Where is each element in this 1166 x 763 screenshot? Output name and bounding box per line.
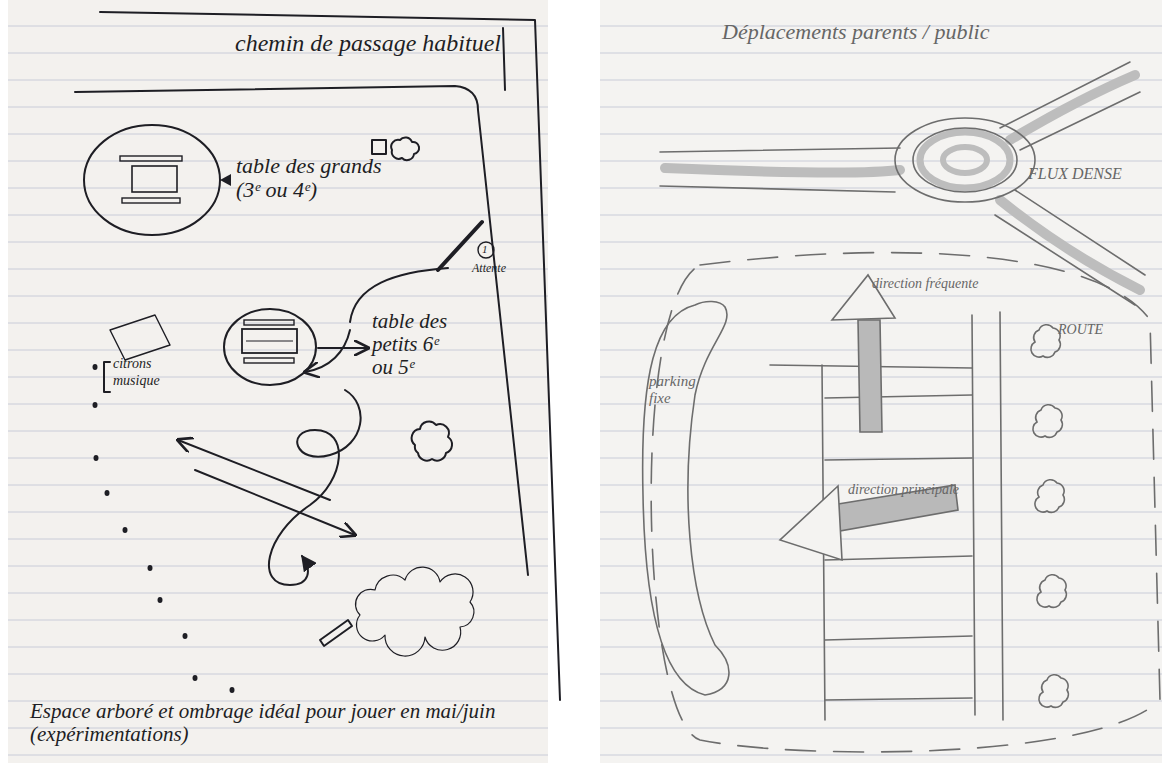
- bracket: [104, 362, 110, 392]
- dot: [105, 490, 110, 496]
- tree-canopy: [356, 567, 474, 656]
- table-line: [246, 340, 293, 341]
- parking-line: [825, 458, 972, 460]
- notebook-page: [8, 0, 548, 763]
- roundabout: [895, 118, 1035, 202]
- road-band: [1010, 75, 1135, 140]
- road-edge: [972, 315, 975, 715]
- road-edge: [660, 148, 900, 152]
- path-border: [100, 12, 560, 700]
- dot: [193, 675, 198, 681]
- tree-symbol: [1039, 675, 1068, 708]
- road-edge: [1015, 190, 1145, 275]
- dot: [230, 687, 235, 693]
- node-outline: [635, 295, 750, 705]
- bush-symbol: [391, 137, 419, 160]
- tree-symbol: [1033, 405, 1062, 438]
- dot: [93, 364, 98, 370]
- tree-symbol: [1031, 325, 1060, 358]
- page-caption: Espace arboré et ombrage idéal pour joue…: [30, 700, 510, 746]
- path-border: [75, 86, 528, 575]
- pointer-arrow: [318, 347, 368, 349]
- road-band: [1000, 200, 1140, 290]
- parking-line: [825, 395, 972, 398]
- traffic-bands: [665, 75, 1140, 290]
- path-separator: [503, 28, 505, 90]
- bench-symbol: [320, 620, 352, 646]
- movement-arrow: [195, 470, 355, 535]
- parking-outline: [643, 301, 729, 695]
- waiting-label: Attente: [472, 262, 532, 275]
- zone-circle: [84, 125, 220, 235]
- movement-arrow: [178, 440, 330, 500]
- road-edge: [660, 186, 895, 192]
- pen-sketch: [75, 12, 560, 700]
- road-edge: [1000, 312, 1003, 720]
- activity-label: musique: [113, 373, 183, 388]
- arrow-head: [780, 486, 842, 560]
- parking-line: [825, 636, 972, 640]
- small-square: [372, 140, 386, 154]
- traffic-label: FLUX DENSE: [1028, 165, 1138, 183]
- node-label: parking fixe: [649, 373, 709, 406]
- roundabout-band: [943, 147, 987, 173]
- square-zone: [110, 315, 170, 360]
- number-circle: [478, 242, 494, 258]
- node-label: table des grands (3ᵉ ou 4ᵉ): [236, 154, 411, 202]
- table-zone: table des grands (3ᵉ ou 4ᵉ): [80, 118, 410, 248]
- parking-zone: parking fixe: [635, 295, 750, 705]
- play-loop: [269, 390, 361, 585]
- road-edge: [1000, 62, 1130, 128]
- tree-symbol: [1035, 480, 1064, 513]
- ruled-lines: [8, 0, 548, 763]
- notebook-page: [600, 0, 1162, 763]
- tree-row: [1031, 325, 1068, 708]
- dot: [94, 455, 99, 461]
- pencil-sketch: [651, 62, 1160, 752]
- node-label: table des petits 6ᵉ ou 5ᵉ: [372, 310, 450, 379]
- arrow-label: direction fréquente: [872, 276, 1022, 291]
- dot: [183, 633, 188, 639]
- road-band: [665, 168, 900, 173]
- tree-symbol: [1037, 575, 1066, 608]
- road-label: ROUTE: [1058, 322, 1138, 337]
- path-label: chemin de passage habituel: [235, 30, 525, 56]
- dot: [123, 527, 128, 533]
- dotted-path: [93, 364, 235, 693]
- zone-circle: [224, 309, 316, 385]
- bench-symbol: [244, 320, 294, 325]
- ruled-lines: [600, 0, 1162, 763]
- pointer-mark: [220, 174, 231, 186]
- arrow-shaft: [858, 320, 882, 432]
- dot: [158, 597, 163, 603]
- roundabout-band: [920, 132, 1010, 188]
- dot: [93, 402, 98, 408]
- bench-symbol: [244, 358, 294, 363]
- road-edge: [1020, 92, 1140, 150]
- area-boundary: [651, 253, 1160, 752]
- table-symbol: [132, 166, 177, 192]
- roundabout: [913, 128, 1017, 192]
- bench-symbol: [122, 198, 180, 203]
- callout-number: 1: [482, 243, 492, 255]
- table-zone: table des petits 6ᵉ ou 5ᵉ: [222, 302, 462, 412]
- parking-line: [825, 556, 972, 560]
- tree-symbol: [412, 421, 452, 460]
- activity-label: citrons: [113, 356, 183, 371]
- bench-symbol: [120, 156, 182, 161]
- road-edge: [995, 215, 1135, 305]
- arrow-label: direction principale: [848, 482, 998, 497]
- table-symbol: [242, 329, 297, 353]
- flow-arrow: [305, 330, 350, 372]
- page-title: Déplacements parents / public: [722, 20, 1042, 44]
- dot: [148, 565, 153, 571]
- parking-line: [825, 698, 972, 700]
